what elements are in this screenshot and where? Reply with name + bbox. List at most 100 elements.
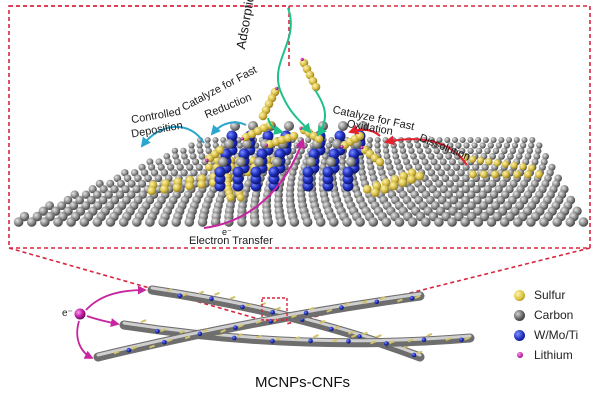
sulfur-atom	[491, 170, 499, 179]
carbon-atom	[467, 137, 474, 143]
metal-atom	[232, 335, 237, 341]
sulfur-atom	[205, 163, 214, 172]
carbon-atom	[507, 153, 514, 160]
legend: Sulfur Carbon W/Mo/Ti Lithium	[514, 285, 578, 365]
carbon-atom	[173, 158, 181, 166]
metal-atom	[329, 326, 334, 332]
carbon-atom	[236, 142, 244, 149]
carbon-atom	[455, 201, 464, 211]
carbon-atom	[441, 174, 450, 183]
sulfur-chain	[348, 330, 354, 335]
metal-atom	[209, 296, 214, 302]
carbon-atom	[26, 217, 37, 227]
sulfur-atom	[147, 186, 157, 196]
sulfur-chain	[361, 299, 368, 304]
legend-item-metal: W/Mo/Ti	[514, 325, 578, 345]
carbon-atom	[447, 169, 455, 177]
carbon-atom	[81, 190, 91, 199]
carbon-atom	[342, 217, 352, 227]
sulfur-chain	[166, 288, 173, 292]
carbon-atom	[475, 137, 482, 143]
metal-atom	[342, 166, 354, 178]
carbon-atom	[205, 147, 212, 155]
figure-caption: MCNPs-CNFs	[255, 374, 350, 391]
sulfur-atom	[524, 170, 532, 179]
carbon-atom	[490, 137, 497, 143]
legend-label: Sulfur	[534, 288, 566, 302]
sulfur-chain	[308, 306, 315, 311]
sulfur-atom	[215, 145, 225, 155]
carbon-atom	[442, 147, 449, 155]
carbon-atom	[146, 158, 154, 166]
carbon-atom	[306, 157, 316, 167]
sulfur-chain	[198, 290, 205, 295]
sulfur-atom	[289, 131, 299, 141]
sulfur-chain	[397, 298, 403, 303]
carbon-atom	[479, 211, 490, 222]
carbon-atom	[382, 147, 390, 155]
carbon-atom	[383, 153, 391, 160]
metal-atom	[302, 166, 314, 178]
lithium-electron-source	[74, 308, 86, 320]
carbon-atom	[472, 163, 480, 171]
carbon-atom	[565, 217, 576, 227]
sulfur-chain	[255, 320, 262, 324]
carbon-atom	[218, 157, 228, 167]
carbon-atom	[428, 185, 437, 194]
metal-atom	[421, 337, 427, 343]
carbon-atom	[460, 217, 471, 227]
sulfur-chain	[160, 328, 166, 333]
metal-atom	[322, 166, 334, 178]
carbon-atom	[503, 142, 510, 149]
carbon-atom	[540, 158, 548, 166]
sulfur-atom	[389, 181, 399, 191]
sulfur-atom	[485, 158, 493, 166]
carbon-atom	[479, 142, 486, 149]
metal-atom	[303, 310, 309, 316]
sulfur-chain	[351, 334, 357, 338]
sulfur-atom	[370, 188, 380, 197]
carbon-atom	[368, 217, 379, 227]
carbon-atom	[180, 147, 187, 155]
carbon-atom	[467, 147, 474, 155]
carbon-atom	[154, 174, 163, 183]
carbon-atom	[412, 158, 420, 166]
carbon-atom	[457, 169, 465, 177]
carbon-atom	[542, 153, 549, 160]
metal-atom	[232, 166, 244, 178]
carbon-atom	[338, 121, 348, 131]
carbon-atom	[322, 153, 329, 160]
carbon-atom	[57, 201, 67, 211]
sulfur-atom	[258, 111, 268, 121]
metal-atom	[346, 339, 351, 344]
carbon-atom	[374, 137, 381, 143]
sulfur-chain	[426, 332, 433, 337]
sulfur-atom	[535, 170, 543, 179]
sulfur-chain	[140, 319, 147, 324]
carbon-atom	[424, 163, 432, 171]
sulfur-atom	[407, 168, 417, 178]
carbon-atom	[155, 158, 163, 166]
carbon-atom	[444, 190, 453, 199]
carbon-atom	[467, 179, 476, 188]
sulfur-chain	[236, 333, 243, 338]
carbon-atom	[473, 195, 482, 205]
carbon-atom	[506, 137, 513, 143]
legend-item-sulfur: Sulfur	[514, 285, 578, 305]
sulfur-atom	[501, 160, 510, 168]
carbon-atom	[539, 217, 549, 227]
metal-atom	[270, 338, 275, 344]
carbon-atom	[176, 163, 184, 171]
carbon-atom	[452, 137, 458, 143]
carbon-atom	[395, 163, 403, 171]
carbon-atom	[212, 137, 219, 143]
metal-atom	[411, 352, 417, 358]
sulfur-atom	[415, 171, 425, 181]
carbon-atom	[418, 153, 426, 160]
metal-atom	[233, 325, 238, 331]
lithium-atom	[205, 158, 209, 162]
electron-arrow-bottom	[76, 320, 94, 359]
carbon-atom	[449, 158, 456, 166]
sulfur-chain	[166, 338, 173, 343]
carbon-atom	[13, 217, 24, 227]
